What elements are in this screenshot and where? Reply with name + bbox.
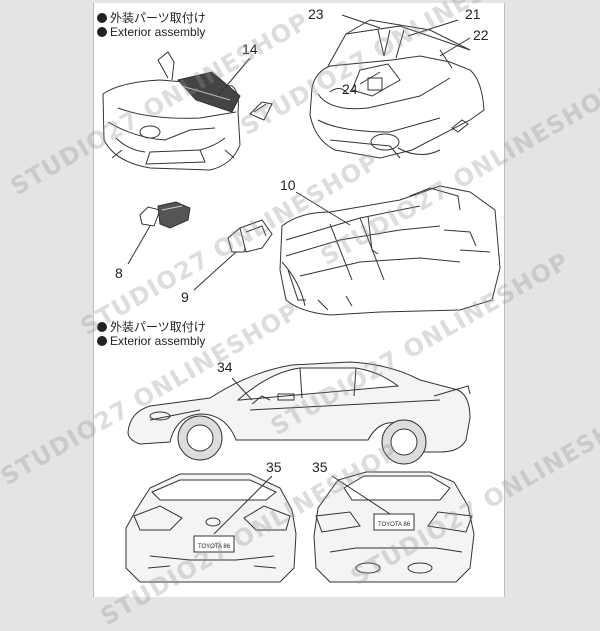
bullet-icon — [97, 13, 107, 23]
rear-interior-illustration — [279, 185, 501, 316]
part-number-10: 10 — [280, 177, 296, 193]
part-number-21: 21 — [465, 6, 481, 22]
section-title-2-jp: 外装パーツ取付け — [110, 320, 206, 334]
part-number-23: 23 — [308, 6, 324, 22]
part-number-9: 9 — [181, 289, 189, 305]
car-side-illustration — [127, 361, 471, 465]
part-number-24: 24 — [342, 81, 358, 97]
car-rear-illustration — [313, 471, 475, 583]
section-title-1: 外装パーツ取付け Exterior assembly — [97, 11, 206, 39]
leader-34 — [231, 377, 253, 401]
leader-10 — [295, 191, 351, 226]
front-nose-illustration — [102, 51, 273, 171]
hood-open-illustration — [309, 19, 485, 159]
section-title-1-jp: 外装パーツ取付け — [110, 11, 206, 25]
leader-8 — [127, 225, 151, 265]
leader-35a — [213, 475, 273, 535]
section-title-2: 外装パーツ取付け Exterior assembly — [97, 320, 206, 348]
section-title-1-en: Exterior assembly — [110, 25, 206, 39]
leader-22 — [439, 37, 471, 57]
rear-badge: TOYOTA 86 — [378, 522, 411, 528]
bullet-icon — [97, 322, 107, 332]
part-number-22: 22 — [473, 27, 489, 43]
bullet-icon — [97, 336, 107, 346]
section-title-2-en: Exterior assembly — [110, 334, 206, 348]
part-number-35-front: 35 — [266, 459, 282, 475]
part-number-34: 34 — [217, 359, 233, 375]
bullet-icon — [97, 27, 107, 37]
leader-9 — [193, 251, 237, 291]
leader-23 — [341, 14, 381, 29]
part-number-35-rear: 35 — [312, 459, 328, 475]
part-number-8: 8 — [115, 265, 123, 281]
car-front-illustration — [125, 473, 297, 583]
leader-21 — [407, 19, 459, 37]
parts-8-9-illustration — [139, 201, 273, 253]
instruction-illustrations: TOYOTA 86 TOYOTA 86 — [102, 14, 501, 583]
part-number-14: 14 — [242, 41, 258, 57]
leader-14 — [217, 57, 251, 97]
leader-35b — [331, 475, 391, 515]
leader-24 — [359, 71, 381, 85]
front-badge: TOYOTA 86 — [198, 544, 231, 550]
